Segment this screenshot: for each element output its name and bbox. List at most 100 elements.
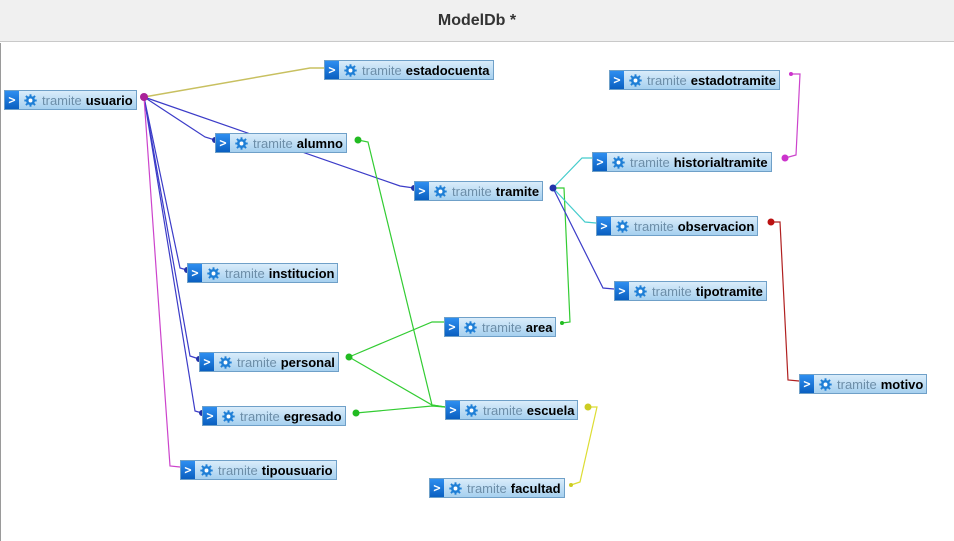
table-name: facultad [510,480,561,496]
expand-arrow-icon[interactable]: > [415,182,429,200]
window-title: ModelDb * [437,12,517,29]
link-usuario-alumno [143,96,216,141]
gear-icon [615,219,629,233]
expand-arrow-icon[interactable]: > [800,375,814,393]
schema-label: tramite [42,92,82,108]
connector-historialtramite [781,154,789,162]
gear-icon [218,355,232,369]
link-escuela-facultad [570,406,598,486]
expand-arrow-icon[interactable]: > [5,91,19,109]
link-usuario-personal [143,96,200,360]
table-node-egresado[interactable]: > tramite egresado [202,406,346,426]
gear-icon [23,93,37,107]
gear-icon [221,409,235,423]
schema-label: tramite [452,183,492,199]
schema-label: tramite [225,265,265,281]
link-usuario-estadocuenta [143,67,324,98]
connector-facultad [569,483,573,487]
table-name: observacion [677,218,755,234]
table-name: tipotramite [695,283,763,299]
window-titlebar: ModelDb * [0,0,954,42]
schema-label: tramite [218,462,258,478]
gear-icon [433,184,447,198]
connector-alumno [354,136,362,144]
table-node-institucion[interactable]: > tramite institucion [187,263,339,283]
expand-arrow-icon[interactable]: > [203,407,217,425]
table-name: estadocuenta [405,62,490,78]
expand-arrow-icon[interactable]: > [610,71,624,89]
table-name: escuela [526,402,575,418]
table-name: usuario [85,92,133,108]
schema-label: tramite [630,154,670,170]
expand-arrow-icon[interactable]: > [188,264,202,282]
schema-label: tramite [482,319,522,335]
table-name: motivo [880,376,924,392]
gear-icon [199,463,213,477]
table-node-escuela[interactable]: > tramite escuela [445,400,579,420]
gear-icon [818,377,832,391]
link-observacion-motivo [771,221,800,382]
connector-estadotramite [789,72,793,76]
table-node-area[interactable]: > tramite area [444,317,557,337]
table-node-estadotramite[interactable]: > tramite estadotramite [609,70,780,90]
connector-egresado [352,409,360,417]
link-egresado-escuela [355,405,446,414]
schema-label: tramite [240,408,280,424]
expand-arrow-icon[interactable]: > [615,282,629,300]
expand-arrow-icon[interactable]: > [216,134,230,152]
gear-icon [611,155,625,169]
expand-arrow-icon[interactable]: > [446,401,460,419]
table-node-usuario[interactable]: > tramite usuario [4,90,137,110]
gear-icon [448,481,462,495]
expand-arrow-icon[interactable]: > [181,461,195,479]
table-name: alumno [296,135,343,151]
gear-icon [463,320,477,334]
table-name: institucion [268,265,335,281]
schema-label: tramite [483,402,523,418]
table-name: tramite [495,183,540,199]
table-name: personal [280,354,335,370]
table-node-tipousuario[interactable]: > tramite tipousuario [180,460,337,480]
table-node-observacion[interactable]: > tramite observacion [596,216,759,236]
link-tramite-tipotramite [552,187,615,290]
schema-label: tramite [237,354,277,370]
connector-usuario [140,93,148,101]
table-node-personal[interactable]: > tramite personal [199,352,339,372]
table-name: estadotramite [690,72,776,88]
expand-arrow-icon[interactable]: > [597,217,611,235]
link-personal-area [348,321,444,358]
diagram-canvas[interactable] [0,43,954,541]
schema-label: tramite [467,480,507,496]
table-name: area [525,319,553,335]
schema-label: tramite [837,376,877,392]
link-usuario-tipousuario [143,96,181,468]
link-tramite-historialtramite [552,157,592,189]
schema-label: tramite [362,62,402,78]
table-node-estadocuenta[interactable]: > tramite estadocuenta [324,60,494,80]
connector-escuela [584,403,592,411]
gear-icon [628,73,642,87]
expand-arrow-icon[interactable]: > [200,353,214,371]
table-node-tipotramite[interactable]: > tramite tipotramite [614,281,767,301]
connector-tramite [549,184,557,192]
table-node-tramite[interactable]: > tramite tramite [414,181,544,201]
table-node-motivo[interactable]: > tramite motivo [799,374,928,394]
expand-arrow-icon[interactable]: > [445,318,459,336]
connector-observacion [767,218,775,226]
expand-arrow-icon[interactable]: > [593,153,607,171]
expand-arrow-icon[interactable]: > [325,61,339,79]
gear-icon [206,266,220,280]
schema-label: tramite [652,283,692,299]
gear-icon [464,403,478,417]
expand-arrow-icon[interactable]: > [430,479,444,497]
connector-area [560,321,564,325]
link-usuario-tramite [143,96,415,189]
link-tramite-observacion [552,187,597,224]
table-node-alumno[interactable]: > tramite alumno [215,133,347,153]
table-node-facultad[interactable]: > tramite facultad [429,478,565,498]
schema-label: tramite [253,135,293,151]
schema-label: tramite [647,72,687,88]
schema-label: tramite [634,218,674,234]
table-node-historialtramite[interactable]: > tramite historialtramite [592,152,772,172]
